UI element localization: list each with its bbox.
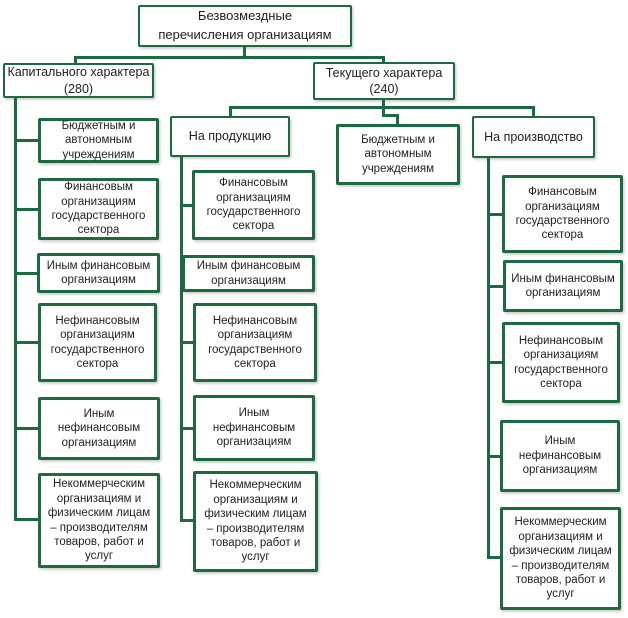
products-item: Нефинансовым организациям государственно… [193, 303, 317, 382]
connector-line [180, 156, 183, 522]
capital-item: Иным нефинансовым организациям [38, 397, 160, 460]
capital-item: Нефинансовым организациям государственно… [38, 303, 157, 382]
connector-line [382, 106, 385, 117]
connector-line [382, 56, 385, 64]
connector-line [180, 427, 194, 430]
node-current-240: Текущего характера (240) [313, 62, 455, 100]
production-item: Иным нефинансовым организациям [500, 420, 620, 492]
node-budget-current: Бюджетным и автономным учреждениям [336, 124, 460, 185]
production-item: Финансовым организациям государственного… [502, 175, 623, 253]
connector-line [180, 341, 194, 344]
products-item: Некоммерческим организациям и физическим… [193, 471, 318, 572]
production-item: Нефинансовым организациям государственно… [502, 322, 620, 403]
connector-line [532, 106, 535, 118]
connector-line [14, 341, 39, 344]
capital-item: Иным финансовым организациям [37, 253, 160, 293]
node-production: На производство [472, 116, 595, 158]
connector-line [243, 47, 246, 57]
connector-line [382, 99, 385, 108]
connector-line [74, 56, 77, 65]
products-item: Финансовым организациям государственного… [192, 170, 315, 240]
connector-line [487, 213, 504, 216]
connector-line [14, 208, 39, 211]
connector-line [382, 114, 399, 117]
capital-item: Бюджетным и автономным учреждениям [38, 118, 159, 163]
connector-line [180, 519, 194, 522]
connector-line [74, 56, 385, 59]
connector-line [487, 455, 504, 458]
connector-line [14, 139, 39, 142]
production-item: Некоммерческим организациям и физическим… [500, 507, 621, 610]
connector-line [229, 106, 232, 118]
connector-line [487, 157, 490, 558]
connector-line [487, 556, 504, 559]
products-item: Иным финансовым организациям [182, 255, 315, 292]
connector-line [487, 285, 504, 288]
node-capital-280: Капитального характера (280) [3, 63, 154, 98]
node-root: Безвозмездные перечисления организациям [138, 5, 352, 47]
connector-line [14, 427, 39, 430]
capital-item: Финансовым организациям государственного… [38, 178, 159, 240]
connector-line [180, 204, 194, 207]
connector-line [14, 272, 39, 275]
capital-item: Некоммерческим организациям и физическим… [38, 473, 160, 568]
connector-line [396, 114, 399, 126]
connector-line [14, 518, 39, 521]
connector-line [14, 97, 17, 520]
connector-line [487, 361, 504, 364]
production-item: Иным финансовым организациям [503, 260, 623, 312]
products-item: Иным нефинансовым организациям [193, 395, 315, 461]
node-products: На продукцию [170, 116, 290, 157]
